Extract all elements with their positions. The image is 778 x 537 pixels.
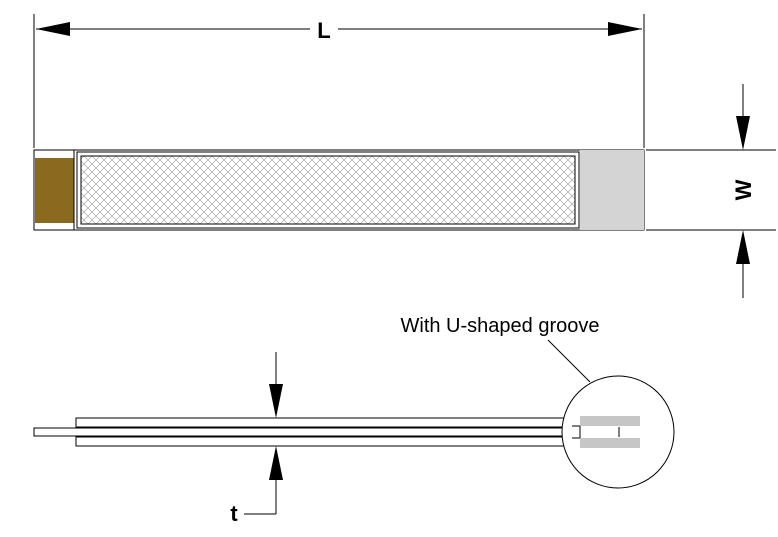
length-label: L [317,18,330,43]
bottom-layer [75,436,583,447]
groove-callout: With U-shaped groove [401,315,675,489]
base-layer [33,427,583,437]
thickness-dimension: t [230,352,283,526]
groove-top-arm [580,416,640,426]
arrowhead-left-icon [36,22,70,36]
callout-leader [547,339,591,383]
active-sensing-area [80,155,576,225]
thickness-arrowhead-up-icon [269,446,283,480]
sensor-side-view [33,417,583,447]
thickness-label: t [230,501,238,526]
groove-bottom-arm [580,438,640,448]
width-label: W [731,179,756,200]
sensor-top-view [33,149,645,231]
callout-label: With U-shaped groove [401,315,600,337]
active-area-frame [76,151,580,229]
length-dimension: L [33,14,645,148]
width-dimension: W [646,84,776,298]
arrowhead-right-icon [608,22,642,36]
terminal-pad [35,158,74,223]
arrowhead-up-icon [736,230,750,264]
top-layer [75,417,583,428]
arrowhead-down-icon [736,116,750,150]
end-cap [580,150,644,230]
groove-detail [572,416,640,448]
thickness-arrowhead-down-icon [269,384,283,418]
detail-circle [561,375,675,489]
